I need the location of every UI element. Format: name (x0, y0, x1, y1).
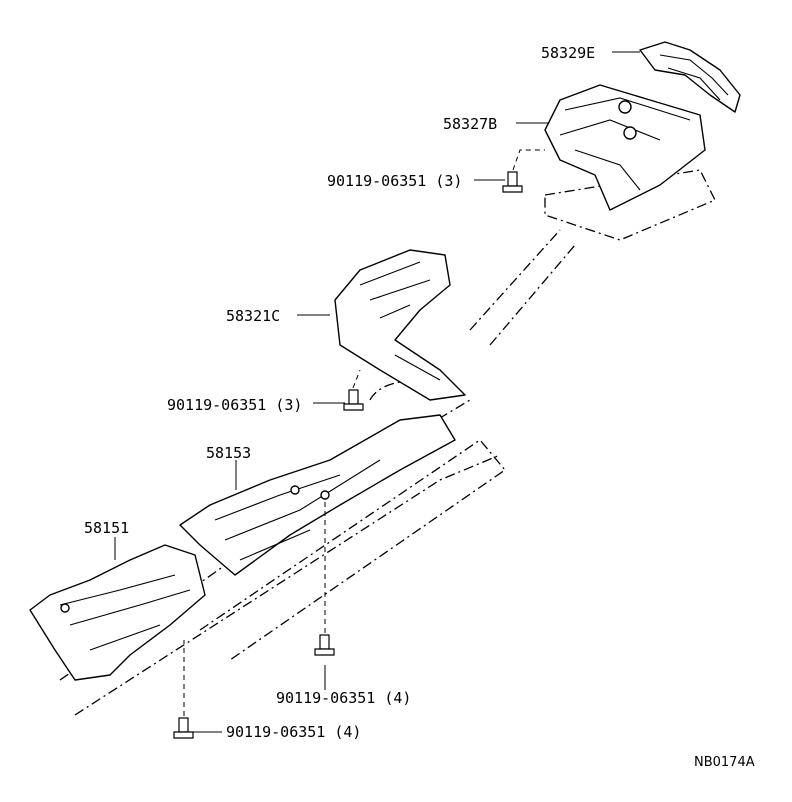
bolt-label-2: 90119-06351 (3) (167, 396, 302, 414)
bolt-icon (173, 717, 194, 739)
bolt-icon (314, 634, 335, 656)
heat-insulator-58151 (29, 544, 206, 681)
bolt-label-4: 90119-06351 (4) (226, 723, 361, 741)
heat-insulator-58321c (334, 249, 466, 401)
heat-insulator-58153 (179, 414, 456, 576)
part-label-58151: 58151 (84, 519, 129, 537)
bolt-icon (502, 171, 523, 193)
part-label-58329e: 58329E (541, 44, 595, 62)
diagram-code: NB0174A (694, 755, 755, 770)
bolt-label-3: 90119-06351 (4) (276, 689, 411, 707)
part-label-58153: 58153 (206, 444, 251, 462)
bolt-label-1: 90119-06351 (3) (327, 172, 462, 190)
part-label-58321c: 58321C (226, 307, 280, 325)
heat-insulator-58327b (544, 84, 706, 211)
part-label-58327b: 58327B (443, 115, 497, 133)
heat-insulator-58329e (639, 41, 741, 113)
bolt-icon (343, 389, 364, 411)
